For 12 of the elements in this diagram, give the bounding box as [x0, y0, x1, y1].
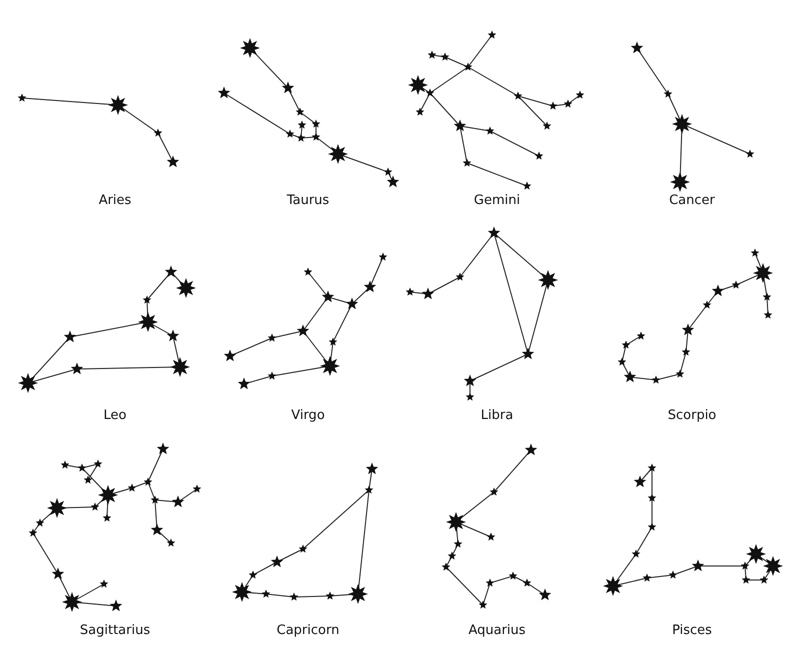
constellation-name: Libra [480, 407, 514, 425]
constellation-name: Cancer [669, 192, 715, 210]
constellation-name: Aquarius [468, 622, 526, 640]
constellation-name: Sagittarius [80, 622, 150, 640]
constellation-name: Aries [98, 192, 132, 210]
constellation-name: Scorpio [668, 407, 716, 425]
constellation-name: Gemini [474, 192, 520, 210]
constellation-name: Pisces [672, 622, 712, 640]
constellation-name: Leo [104, 407, 126, 425]
constellation-name: Taurus [286, 192, 330, 210]
constellation-name: Capricorn [276, 622, 340, 640]
constellation-name: Virgo [291, 407, 325, 425]
